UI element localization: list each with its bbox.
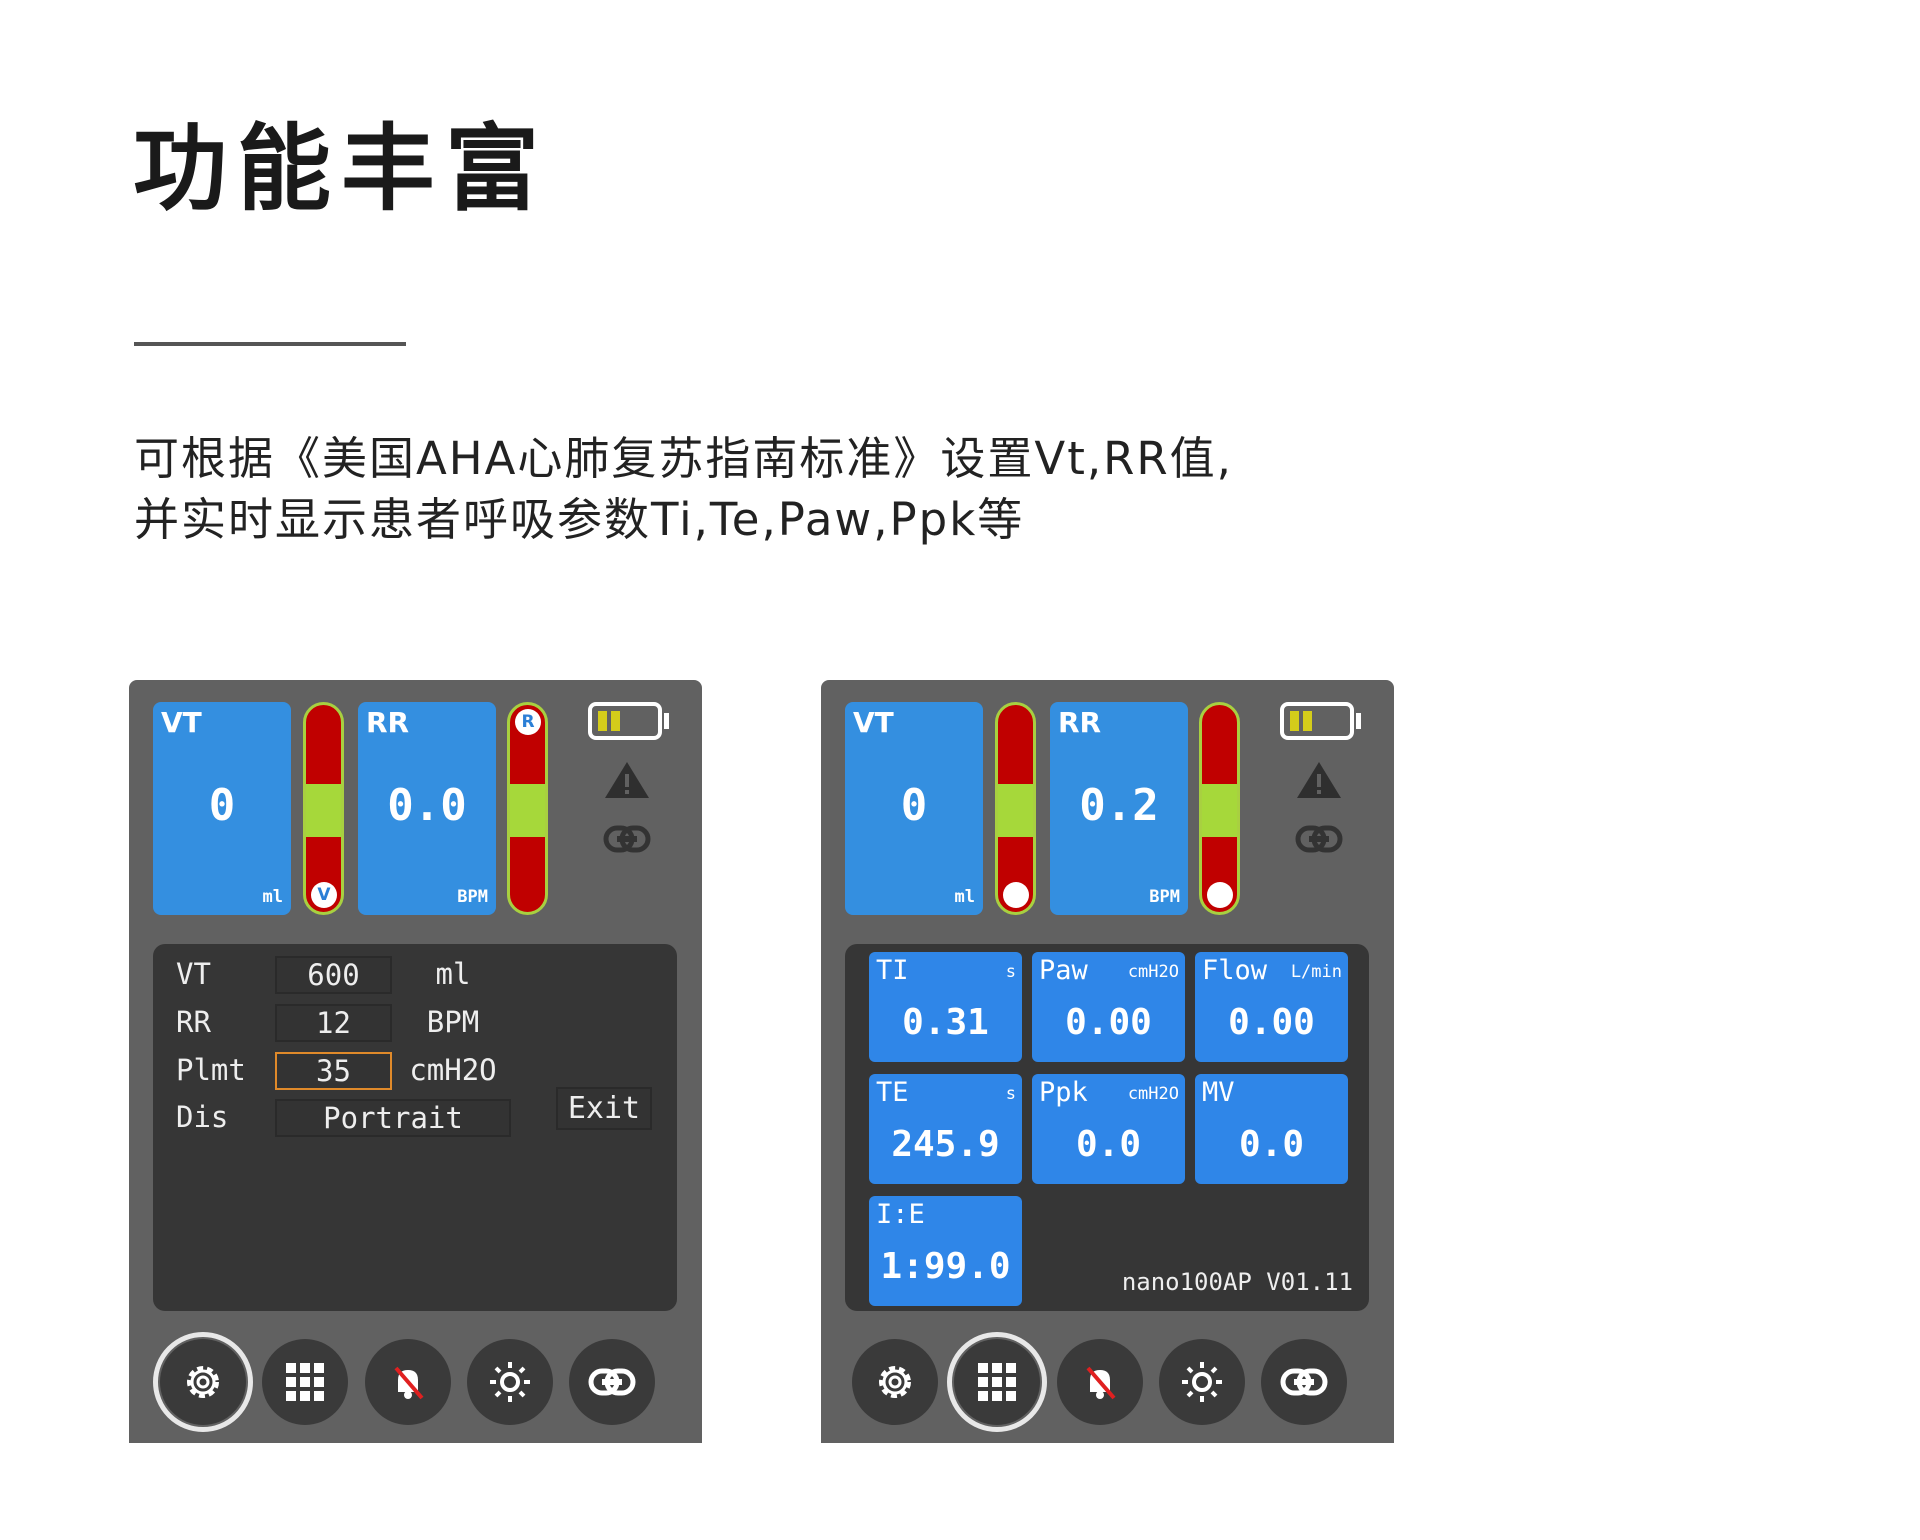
vt-label: VT xyxy=(161,706,202,739)
vt-unit: ml xyxy=(262,887,283,907)
warning-icon xyxy=(605,762,649,798)
plmt-input[interactable]: 35 xyxy=(275,1052,392,1090)
mute-alarm-button[interactable] xyxy=(365,1339,451,1425)
param-value: 0.0 xyxy=(1238,1124,1305,1165)
description-line-2: 并实时显示患者呼吸参数Ti,Te,Paw,Ppk等 xyxy=(134,493,1025,546)
param-label: Flow xyxy=(1202,955,1268,986)
vt-label: VT xyxy=(853,706,894,739)
param-ie: I:E 1:99.0 xyxy=(869,1196,1022,1306)
settings-button[interactable] xyxy=(852,1339,938,1425)
version-label: nano100AP V01.11 xyxy=(1121,1268,1353,1296)
rr-value: 0.2 xyxy=(1079,780,1159,831)
settings-button[interactable] xyxy=(153,1332,253,1432)
param-flow: Flow L/min 0.00 xyxy=(1195,952,1348,1062)
plmt-setting-unit: cmH2O xyxy=(409,1053,497,1087)
param-label: Paw xyxy=(1039,955,1088,986)
setting-label-vt: VT xyxy=(176,957,211,991)
param-ti: TI s 0.31 xyxy=(869,952,1022,1062)
param-unit: L/min xyxy=(1290,962,1342,982)
rr-label: RR xyxy=(1058,706,1102,739)
link-icon xyxy=(1295,825,1343,853)
vt-setting-unit: ml xyxy=(435,957,471,991)
vt-value: 0 xyxy=(900,780,928,831)
param-unit: s xyxy=(1005,1084,1016,1104)
setting-label-plmt: Plmt xyxy=(176,1053,246,1087)
rr-unit: BPM xyxy=(457,887,488,907)
param-value: 245.9 xyxy=(891,1124,1000,1165)
rr-level-bar: R xyxy=(507,702,548,915)
rr-marker: R xyxy=(515,709,541,735)
param-value: 1:99.0 xyxy=(880,1246,1011,1287)
param-label: Ppk xyxy=(1039,1077,1088,1108)
param-label: TI xyxy=(876,955,909,986)
param-label: MV xyxy=(1202,1077,1235,1108)
settings-panel: VT 600 ml RR 12 BPM Plmt 35 cmH2O Dis Po… xyxy=(153,944,677,1311)
bell-muted-icon xyxy=(1086,1366,1116,1400)
rr-input[interactable]: 12 xyxy=(275,1004,392,1042)
param-value: 0.0 xyxy=(1075,1124,1142,1165)
brightness-button[interactable] xyxy=(467,1339,553,1425)
vt-marker: V xyxy=(311,882,337,908)
setting-label-dis: Dis xyxy=(176,1100,229,1134)
title-divider xyxy=(134,342,406,346)
display-select[interactable]: Portrait xyxy=(275,1099,511,1137)
grid-icon xyxy=(286,1363,324,1401)
param-unit: cmH2O xyxy=(1127,1084,1179,1104)
param-value: 0.31 xyxy=(902,1002,989,1043)
link-icon xyxy=(603,825,651,853)
exit-button[interactable]: Exit xyxy=(556,1087,652,1130)
rr-level-bar xyxy=(1199,702,1240,915)
brightness-button[interactable] xyxy=(1159,1339,1245,1425)
param-label: TE xyxy=(876,1077,909,1108)
brightness-icon xyxy=(490,1362,530,1402)
description-line-1: 可根据《美国AHA心肺复苏指南标准》设置Vt,RR值, xyxy=(134,432,1233,485)
param-unit: s xyxy=(1005,962,1016,982)
gear-icon xyxy=(879,1366,911,1398)
bell-muted-icon xyxy=(394,1366,424,1400)
rr-marker xyxy=(1207,882,1233,908)
warning-icon xyxy=(1297,762,1341,798)
vt-tile: VT 0 ml xyxy=(153,702,291,915)
rr-label: RR xyxy=(366,706,410,739)
rr-setting-unit: BPM xyxy=(426,1005,480,1039)
setting-label-rr: RR xyxy=(176,1005,211,1039)
vt-value: 0 xyxy=(208,780,236,831)
vt-input[interactable]: 600 xyxy=(275,956,392,994)
link-button[interactable] xyxy=(569,1339,655,1425)
param-ppk: Ppk cmH2O 0.0 xyxy=(1032,1074,1185,1184)
param-paw: Paw cmH2O 0.00 xyxy=(1032,952,1185,1062)
param-unit: cmH2O xyxy=(1127,962,1179,982)
param-value: 0.00 xyxy=(1228,1002,1315,1043)
grid-icon xyxy=(978,1363,1016,1401)
grid-button[interactable] xyxy=(947,1332,1047,1432)
battery-icon xyxy=(588,702,669,740)
device-screen-settings: VT 0 ml V RR 0.0 BPM R VT 600 ml RR 12 B… xyxy=(129,680,702,1443)
vt-level-bar: V xyxy=(303,702,344,915)
battery-icon xyxy=(1280,702,1361,740)
link-icon xyxy=(1280,1368,1328,1396)
link-button[interactable] xyxy=(1261,1339,1347,1425)
rr-tile: RR 0.0 BPM xyxy=(358,702,496,915)
gear-icon xyxy=(187,1366,219,1398)
brightness-icon xyxy=(1182,1362,1222,1402)
link-icon xyxy=(588,1368,636,1396)
description: 可根据《美国AHA心肺复苏指南标准》设置Vt,RR值, 并实时显示患者呼吸参数T… xyxy=(134,428,1233,550)
grid-button[interactable] xyxy=(262,1339,348,1425)
rr-value: 0.0 xyxy=(387,780,467,831)
rr-unit: BPM xyxy=(1149,887,1180,907)
vt-unit: ml xyxy=(954,887,975,907)
vt-tile: VT 0 ml xyxy=(845,702,983,915)
vt-marker xyxy=(1003,882,1029,908)
param-value: 0.00 xyxy=(1065,1002,1152,1043)
param-label: I:E xyxy=(876,1199,925,1230)
mute-alarm-button[interactable] xyxy=(1057,1339,1143,1425)
rr-tile: RR 0.2 BPM xyxy=(1050,702,1188,915)
vt-level-bar xyxy=(995,702,1036,915)
page-title: 功能丰富 xyxy=(133,115,550,224)
